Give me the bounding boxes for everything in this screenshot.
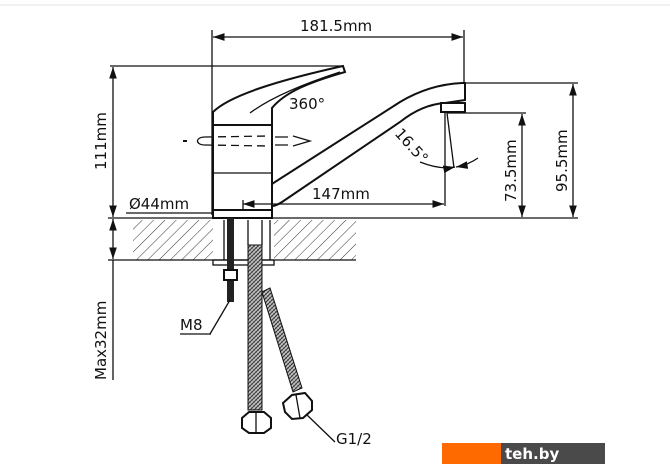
supply-hoses: G1/2	[241, 220, 372, 448]
rotation-label: 360°	[289, 95, 325, 113]
angle-label: 16.5°	[391, 125, 432, 167]
mounting-stud: M8	[180, 218, 238, 335]
dimension-max-thickness: Max32mm	[92, 219, 117, 380]
reach-label: 147mm	[312, 185, 370, 203]
height-label: 111mm	[92, 112, 110, 170]
dimension-outlet-angle: 16.5°	[391, 112, 479, 174]
watermark-logo: teh.by	[442, 443, 605, 464]
thickness-label: Max32mm	[92, 301, 110, 380]
aerator	[440, 102, 466, 113]
countertop-section	[108, 217, 578, 266]
rotation-indicator: 360°	[183, 95, 325, 147]
spout-height-label: 95.5mm	[553, 129, 571, 192]
base-plate	[212, 209, 273, 219]
dimension-spout-reach: 147mm	[242, 113, 446, 210]
outlet-height-label: 73.5mm	[502, 139, 520, 202]
hose-thread-label: G1/2	[336, 430, 372, 448]
body-cylinder	[212, 124, 273, 211]
diameter-label: Ø44mm	[129, 195, 189, 213]
dimension-overall-length: 181.5mm	[211, 17, 465, 215]
dimension-total-height: 111mm	[92, 65, 343, 217]
watermark-text: teh.by	[505, 445, 559, 463]
stud-label: M8	[180, 316, 203, 334]
length-label: 181.5mm	[300, 17, 372, 35]
dimension-spout-height: 95.5mm	[464, 82, 578, 217]
dimension-outlet-height: 73.5mm	[447, 112, 526, 217]
dimension-base-diameter: Ø44mm	[126, 195, 212, 214]
